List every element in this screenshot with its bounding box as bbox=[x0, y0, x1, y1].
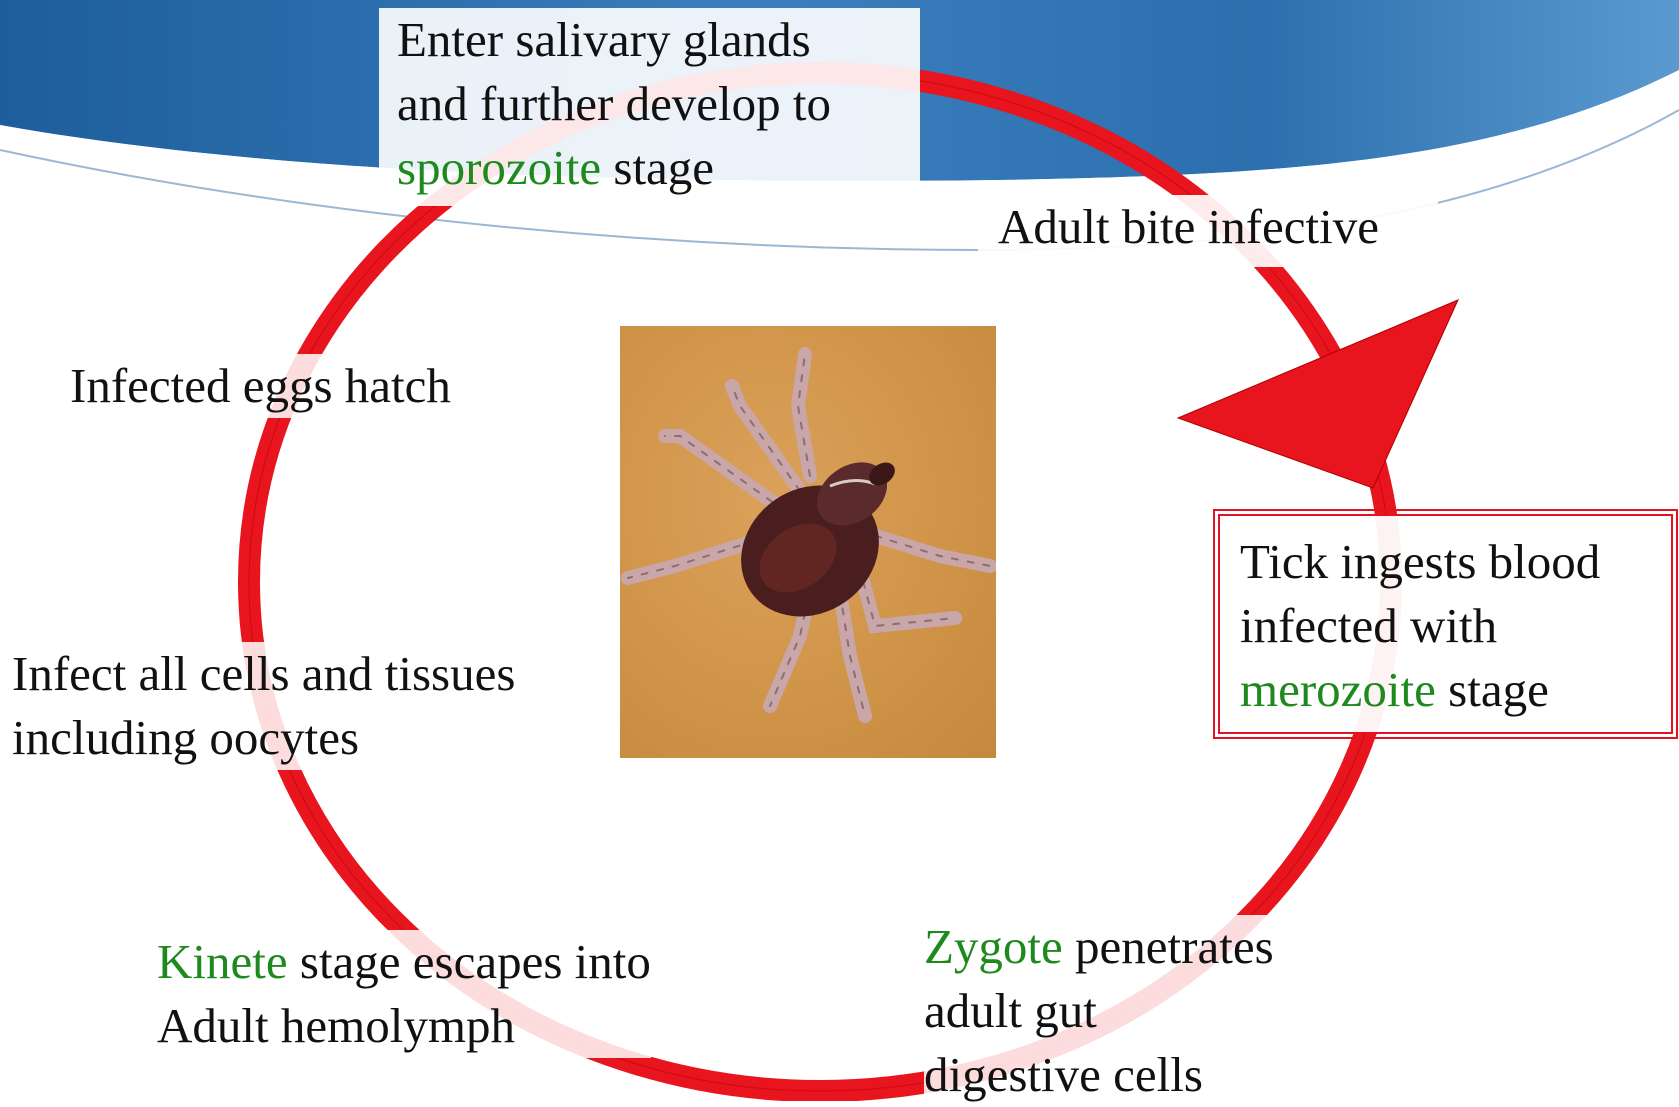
label-kinete-stage: Kinete stage escapes into Adult hemolymp… bbox=[157, 930, 651, 1058]
tick-ingests-line-1: Tick ingests blood bbox=[1240, 530, 1671, 594]
salivary-line-3-rest: stage bbox=[601, 140, 714, 195]
zygote-line-1: Zygote penetrates bbox=[924, 915, 1274, 979]
zygote-term: Zygote bbox=[924, 919, 1063, 974]
kinete-line-1-rest: stage escapes into bbox=[288, 934, 651, 989]
sporozoite-term: sporozoite bbox=[397, 140, 601, 195]
eggs-text: Infected eggs hatch bbox=[70, 354, 451, 418]
tick-ingests-line-3: merozoite stage bbox=[1240, 658, 1671, 722]
zygote-line-2: adult gut bbox=[924, 979, 1274, 1043]
label-infected-eggs-hatch: Infected eggs hatch bbox=[70, 354, 451, 418]
kinete-line-1: Kinete stage escapes into bbox=[157, 930, 651, 994]
merozoite-term: merozoite bbox=[1240, 662, 1436, 717]
label-tick-ingests-blood: Tick ingests blood infected with merozoi… bbox=[1218, 514, 1673, 734]
zygote-line-1-rest: penetrates bbox=[1063, 919, 1274, 974]
salivary-line-1: Enter salivary glands bbox=[397, 8, 920, 72]
tick-illustration bbox=[620, 326, 996, 758]
label-adult-bite-infective: Adult bite infective bbox=[978, 195, 1438, 267]
kinete-term: Kinete bbox=[157, 934, 288, 989]
infect-all-line-1: Infect all cells and tissues bbox=[12, 642, 515, 706]
label-salivary-glands: Enter salivary glands and further develo… bbox=[379, 8, 920, 206]
tick-ingests-line-2: infected with bbox=[1240, 594, 1671, 658]
salivary-line-3: sporozoite stage bbox=[397, 136, 920, 200]
zygote-line-3: digestive cells bbox=[924, 1043, 1274, 1107]
tick-ingests-line-3-rest: stage bbox=[1436, 662, 1549, 717]
label-infect-all-cells: Infect all cells and tissues including o… bbox=[12, 642, 515, 770]
tick-photo bbox=[620, 326, 996, 758]
infect-all-line-2: including oocytes bbox=[12, 706, 515, 770]
salivary-line-2: and further develop to bbox=[397, 72, 920, 136]
adult-bite-text: Adult bite infective bbox=[998, 195, 1438, 259]
kinete-line-2: Adult hemolymph bbox=[157, 994, 651, 1058]
label-zygote-penetrates: Zygote penetrates adult gut digestive ce… bbox=[924, 915, 1274, 1107]
